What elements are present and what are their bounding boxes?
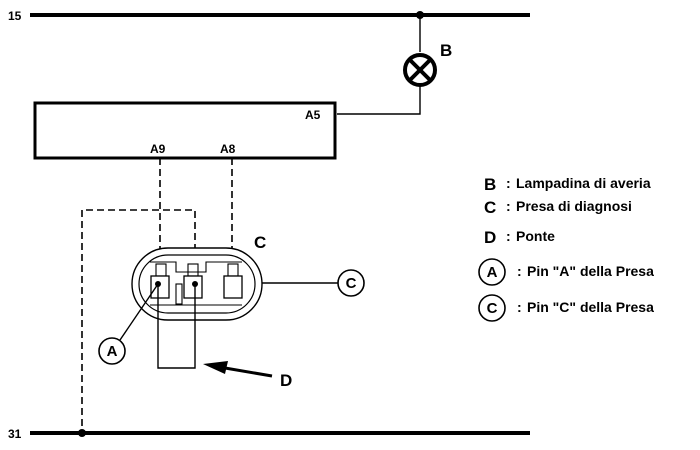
rail-31-label: 31 (8, 427, 22, 441)
control-module-box (33, 101, 337, 160)
legend-d-sep: : (506, 228, 511, 244)
legend-b-key: B (484, 175, 496, 194)
bridge-label: D (280, 371, 292, 390)
callout-c-circle (337, 269, 365, 297)
callout-a-leader (119, 283, 159, 341)
wire-ground (81, 209, 196, 433)
lamp-wire-to-module (337, 85, 421, 115)
callout-a-circle (98, 337, 126, 365)
legend-pc-sep: : (517, 299, 522, 315)
legend-pc-circle (478, 294, 506, 322)
legend-c-sep: : (506, 198, 511, 214)
bridge-dot-right (192, 281, 198, 287)
callout-a-label: A (107, 343, 118, 360)
bridge-wire (157, 284, 196, 369)
pin-a8-label: A8 (220, 142, 236, 156)
bridge-arrow-icon (203, 361, 273, 378)
legend-pc-key: C (487, 300, 498, 317)
legend-a-key: A (487, 264, 498, 281)
rail-15-label: 15 (8, 9, 22, 23)
pin-a9-label: A9 (150, 142, 166, 156)
connector-label: C (254, 233, 266, 252)
legend-d-text: Ponte (516, 228, 555, 244)
legend-a-sep: : (517, 263, 522, 279)
legend-b-text: Lampadina di averia (516, 175, 651, 191)
pin-a5-label: A5 (305, 108, 321, 122)
lamp-icon (403, 53, 437, 87)
legend-c-key: C (484, 198, 496, 217)
legend: B : Lampadina di averia C : Presa di dia… (478, 175, 654, 322)
legend-d-key: D (484, 228, 496, 247)
legend-b-sep: : (506, 175, 511, 191)
legend-a-circle (478, 258, 506, 286)
legend-a-text: Pin "A" della Presa (527, 263, 654, 279)
legend-pc-text: Pin "C" della Presa (527, 299, 654, 315)
callout-c-label: C (346, 275, 357, 292)
lamp-label: B (440, 41, 452, 60)
legend-c-text: Presa di diagnosi (516, 198, 632, 214)
